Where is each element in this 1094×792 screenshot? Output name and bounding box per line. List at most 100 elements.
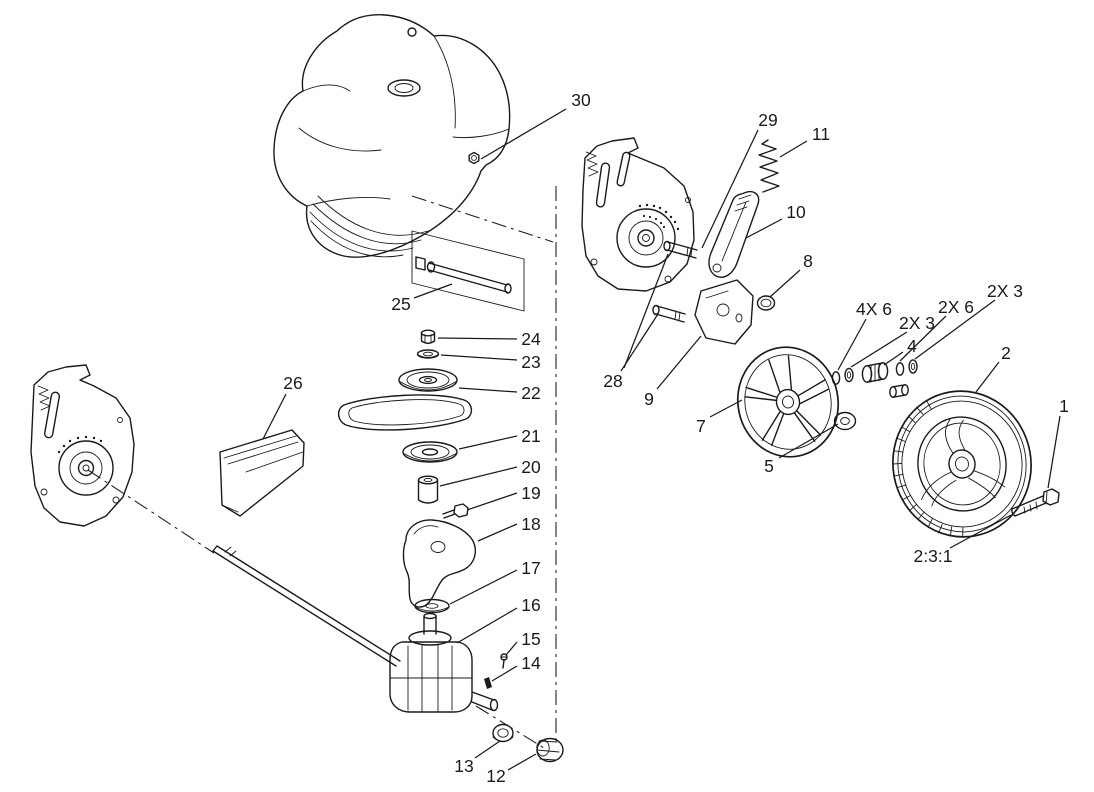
right-height-plate	[581, 137, 695, 292]
callout-label-28: 28	[603, 371, 622, 391]
plate-spring-detail	[37, 385, 51, 411]
callout-leader	[449, 569, 518, 605]
callout-label-2X-6: 2X 6	[938, 297, 974, 317]
washer-5	[833, 411, 857, 431]
retainer-ring-8	[756, 295, 776, 311]
callout-label-2X-3: 2X 3	[987, 281, 1023, 301]
key-14	[484, 677, 492, 689]
callout-leader	[505, 641, 518, 656]
callout-leader	[623, 253, 669, 369]
callout-label-24: 24	[521, 329, 541, 349]
callout-label-18: 18	[521, 514, 540, 534]
bar-bolt-head	[415, 256, 426, 271]
callout-leader	[850, 331, 908, 368]
callout-leader	[769, 269, 801, 298]
callout-label-4X-6: 4X 6	[856, 299, 892, 319]
deck-top-stud	[407, 27, 417, 37]
callout-leader	[837, 318, 867, 371]
callout-leader	[456, 607, 518, 644]
lever-10	[708, 190, 760, 278]
washer-17	[414, 598, 450, 614]
axle-bolt-1	[1011, 488, 1060, 517]
washer-23	[416, 349, 440, 359]
callout-leader	[413, 283, 453, 299]
gear-sector-teeth	[57, 435, 103, 454]
deck-nut-30	[468, 151, 480, 165]
callout-leader	[491, 665, 518, 682]
callout-leader	[439, 466, 518, 487]
callout-label-2-3-1: 2:3:1	[914, 546, 953, 566]
callout-leader	[745, 218, 783, 239]
axle-shaft	[212, 545, 401, 667]
spindle-stack	[337, 329, 473, 519]
callout-label-15: 15	[521, 629, 540, 649]
callout-label-21: 21	[521, 426, 540, 446]
spacer-20	[417, 475, 439, 504]
callout-leader	[899, 315, 947, 362]
bushing-13	[492, 723, 514, 743]
callout-label-1: 1	[1059, 396, 1069, 416]
pinion-gear-4	[861, 362, 889, 383]
callout-label-10: 10	[786, 202, 806, 222]
shoulder-bolts-28	[652, 240, 698, 323]
callout-leader	[949, 514, 1012, 549]
wheel-hub	[948, 449, 976, 479]
callout-label-8: 8	[803, 251, 813, 271]
callout-leader	[709, 399, 743, 418]
callout-label-5: 5	[764, 456, 774, 476]
callout-label-4: 4	[907, 336, 917, 356]
callout-leader	[262, 393, 287, 440]
pivot-bracket-9	[694, 279, 754, 345]
callout-label-9: 9	[644, 389, 654, 409]
callout-leader	[656, 335, 702, 390]
callout-label-29: 29	[758, 110, 777, 130]
spacer-bushing	[889, 384, 909, 398]
callout-leader	[440, 354, 518, 361]
axle-hardware	[831, 359, 918, 431]
callout-leader	[779, 140, 808, 158]
bolt-19	[442, 503, 469, 519]
callout-leader	[701, 129, 759, 249]
brake-bracket-18	[402, 519, 477, 608]
plate-pivot-boss	[58, 440, 114, 496]
gear-wheel-7	[736, 346, 840, 458]
callout-leader	[474, 740, 501, 759]
screw-15	[500, 653, 508, 669]
callout-leader	[1047, 415, 1061, 489]
callout-label-11: 11	[812, 124, 830, 144]
callout-label-22: 22	[521, 383, 540, 403]
height-lever-assembly	[652, 139, 780, 345]
callout-leader	[883, 351, 904, 366]
callout-label-14: 14	[521, 653, 541, 673]
callout-label-20: 20	[521, 457, 541, 477]
deflector-chute	[219, 429, 305, 517]
callout-leader	[477, 523, 518, 542]
callout-label-17: 17	[521, 558, 540, 578]
deck-skirt-hatching	[309, 195, 429, 258]
callout-label-2: 2	[1001, 343, 1011, 363]
left-height-plate	[30, 364, 135, 527]
callout-label-26: 26	[283, 373, 302, 393]
spring-11	[758, 139, 780, 193]
gear-sector-teeth	[638, 203, 680, 231]
mower-deck	[273, 14, 511, 258]
gearbox	[389, 612, 508, 713]
washer-3a	[844, 367, 854, 383]
lower-pulley-21	[402, 441, 458, 463]
callout-leader	[778, 423, 839, 459]
wheel-spokes	[921, 418, 1006, 507]
callout-leader	[458, 435, 518, 450]
callout-label-30: 30	[571, 90, 591, 110]
rear-wheel-2	[892, 390, 1032, 538]
callout-leader	[458, 387, 518, 393]
plate-spring-detail	[585, 151, 599, 177]
callout-label-13: 13	[454, 756, 473, 776]
callout-label-16: 16	[521, 595, 540, 615]
wheel-spokes	[744, 355, 829, 447]
callout-label-2X-3: 2X 3	[899, 313, 935, 333]
deck-port	[387, 79, 421, 97]
callout-label-25: 25	[391, 294, 410, 314]
